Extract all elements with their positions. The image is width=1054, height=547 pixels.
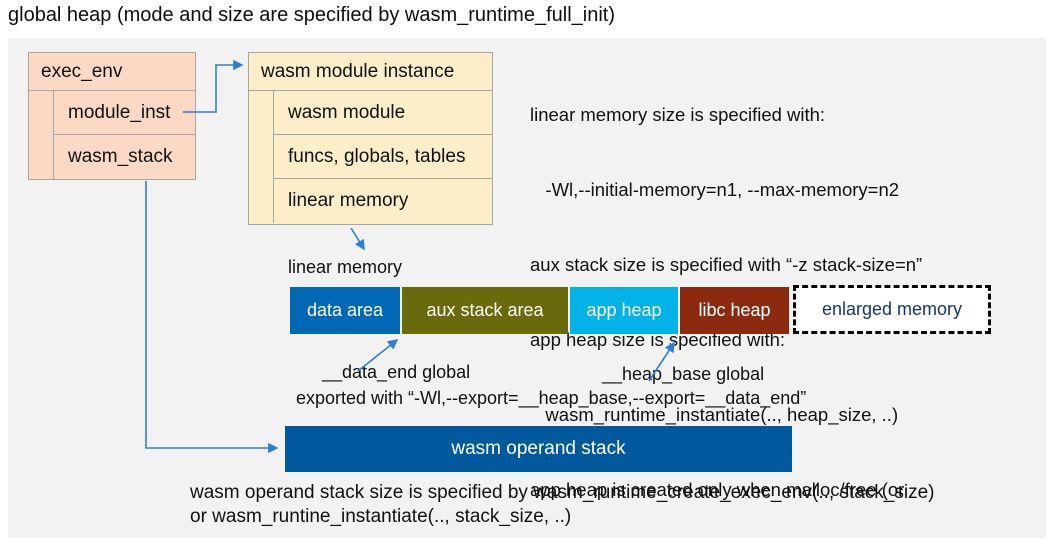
heap-base-global-label: __heap_base global: [602, 364, 765, 384]
segment-data-area: data area: [290, 287, 400, 334]
wasm-module-instance-header: wasm module instance: [249, 53, 492, 91]
note-line: wasm_runtime_instantiate(.., heap_size, …: [530, 404, 899, 425]
row-linear-memory: linear memory: [288, 190, 409, 211]
exec-env-header: exec_env: [29, 53, 195, 91]
segment-aux-stack-area: aux stack area: [402, 287, 568, 334]
row-wasm-module: wasm module: [274, 91, 492, 135]
linear-memory-label: linear memory: [288, 257, 403, 277]
exec-env-row-module-inst: module_inst: [54, 91, 195, 135]
operand-stack-caption: wasm operand stack size is specified by …: [190, 481, 935, 529]
segment-app-heap: app heap: [570, 287, 678, 334]
segment-enlarged-memory: enlarged memory: [793, 285, 991, 334]
row-funcs-globals-tables: funcs, globals, tables: [274, 135, 492, 179]
wasm-module-instance-rows: wasm module funcs, globals, tables linea…: [273, 91, 492, 223]
note-line: app heap size is specified with:: [530, 329, 786, 350]
exec-env-rows: module_inst wasm_stack: [53, 91, 195, 179]
exec-env-row-wasm-stack: wasm_stack: [68, 146, 173, 167]
note-line: app heap is created only when malloc/fre…: [530, 479, 905, 500]
exec-env-box: exec_env module_inst wasm_stack: [28, 52, 196, 180]
note-line: -Wl,--initial-memory=n1, --max-memory=n2: [530, 179, 900, 200]
diagram-title: global heap (mode and size are specified…: [8, 4, 615, 26]
wasm-operand-stack-box: wasm operand stack: [285, 426, 792, 472]
notes-block: linear memory size is specified with: -W…: [530, 52, 922, 547]
operand-stack-caption-line2: or wasm_runtine_instantiate(.., stack_si…: [190, 506, 572, 527]
segment-libc-heap: libc heap: [680, 287, 789, 334]
data-end-global-label: __data_end global: [322, 362, 471, 382]
note-line: linear memory size is specified with:: [530, 104, 826, 125]
note-line: aux stack size is specified with “-z sta…: [530, 254, 923, 275]
wasm-module-instance-box: wasm module instance wasm module funcs, …: [248, 52, 493, 225]
exported-with-label: exported with “-Wl,--export=__heap_base,…: [296, 388, 807, 408]
operand-stack-caption-line1: wasm operand stack size is specified by …: [190, 482, 935, 503]
